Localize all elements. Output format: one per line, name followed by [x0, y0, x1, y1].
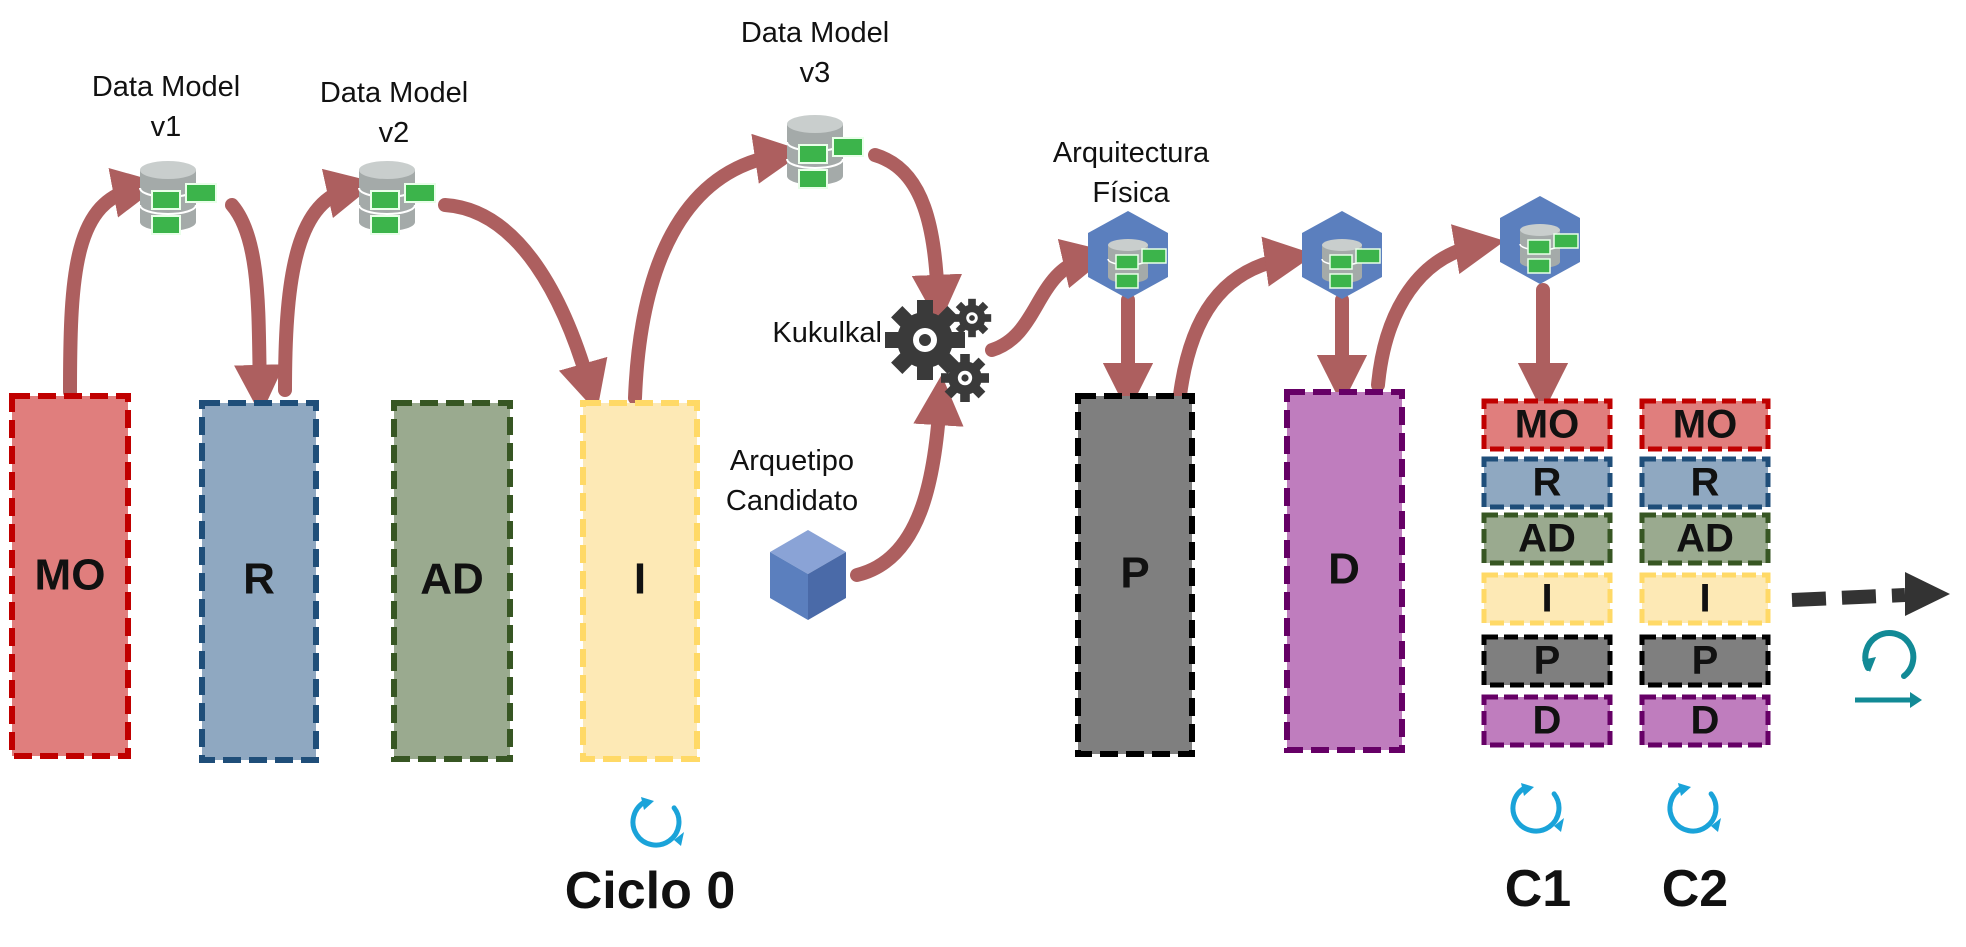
phase-label-p: P	[1120, 549, 1149, 598]
c1-d: D	[1533, 699, 1562, 743]
arrow-i-to-dm3	[628, 133, 805, 405]
c2-p: P	[1692, 639, 1719, 683]
phase-box-r: R	[199, 400, 319, 763]
arrow-d-to-hex3	[1371, 224, 1505, 392]
dm2-label-line2: v2	[379, 117, 410, 149]
arquetipo-label-line1: Arquetipo	[730, 445, 854, 477]
cube-icon	[770, 530, 846, 620]
hexagon-database-icon	[1301, 210, 1383, 300]
phase-box-p: P	[1075, 393, 1195, 757]
phase-label-mo: MO	[35, 551, 106, 600]
phase-label-i: I	[634, 555, 646, 604]
cycle-icon	[633, 797, 684, 846]
phase-label-r: R	[243, 555, 275, 604]
phase-box-ad: AD	[391, 400, 513, 762]
arquitectura-fisica: Arquitectura Física	[1053, 137, 1210, 300]
hexagon-database-icon	[1499, 195, 1581, 285]
next-arrow-icon	[1791, 572, 1950, 616]
arrow-dm1-to-r	[225, 198, 285, 416]
cycle-column-c2: MO R AD I P D	[1639, 398, 1771, 748]
arrow-dm2-to-i	[438, 198, 608, 413]
c1-r: R	[1533, 461, 1562, 505]
cycle-label-ciclo0: Ciclo 0	[565, 862, 736, 920]
hexagon-database-icon	[1087, 210, 1169, 300]
gears-icon	[885, 298, 992, 402]
dm2-label-line1: Data Model	[320, 77, 468, 109]
data-model-v3: Data Model v3	[741, 17, 889, 189]
arquetipo-candidato: Arquetipo Candidato	[726, 445, 858, 620]
cycle-column-c1: MO R AD I P D	[1481, 398, 1613, 748]
arrow-r-to-dm2	[278, 168, 377, 397]
c2-mo: MO	[1673, 403, 1737, 447]
c1-p: P	[1534, 639, 1561, 683]
database-icon	[139, 160, 217, 235]
phase-label-ad: AD	[420, 555, 484, 604]
cycle-icon	[1670, 783, 1721, 832]
cycle-label-c1: C1	[1505, 860, 1571, 918]
c2-d: D	[1691, 699, 1720, 743]
dm3-label-line2: v3	[800, 57, 831, 89]
c1-i: I	[1541, 577, 1552, 621]
c2-i: I	[1699, 577, 1710, 621]
c1-mo: MO	[1515, 403, 1579, 447]
arquetipo-label-line2: Candidato	[726, 485, 858, 517]
phase-box-i: I	[580, 400, 700, 762]
phase-label-d: D	[1328, 545, 1360, 594]
phase-box-d: D	[1284, 389, 1405, 753]
database-icon	[786, 114, 864, 189]
data-model-v2: Data Model v2	[320, 77, 468, 235]
c2-ad: AD	[1676, 517, 1734, 561]
c2-r: R	[1691, 461, 1720, 505]
database-icon	[358, 160, 436, 235]
cycle-label-c2: C2	[1662, 860, 1728, 918]
dm1-label-line1: Data Model	[92, 71, 240, 103]
dm1-label-line2: v1	[151, 111, 182, 143]
arquitectura-label-line1: Arquitectura	[1053, 137, 1210, 169]
flow-arrows	[63, 133, 1569, 582]
kukulkal-label: Kukulkal	[772, 317, 882, 349]
data-model-v1: Data Model v1	[92, 71, 240, 235]
arrow-p-to-hex2	[1173, 236, 1315, 402]
cycle-icon	[1855, 630, 1922, 708]
dm3-label-line1: Data Model	[741, 17, 889, 49]
phase-box-mo: MO	[9, 393, 131, 759]
arquitectura-label-line2: Física	[1092, 177, 1170, 209]
kukulkal: Kukulkal	[772, 298, 992, 402]
c1-ad: AD	[1518, 517, 1576, 561]
arrow-cube-to-gears	[850, 374, 964, 582]
arrow-dm3-to-gears	[868, 148, 963, 326]
arrow-gears-to-arquitectura	[985, 239, 1113, 357]
cycle-icon	[1513, 783, 1564, 832]
arrow-mo-to-dm1	[63, 167, 163, 399]
